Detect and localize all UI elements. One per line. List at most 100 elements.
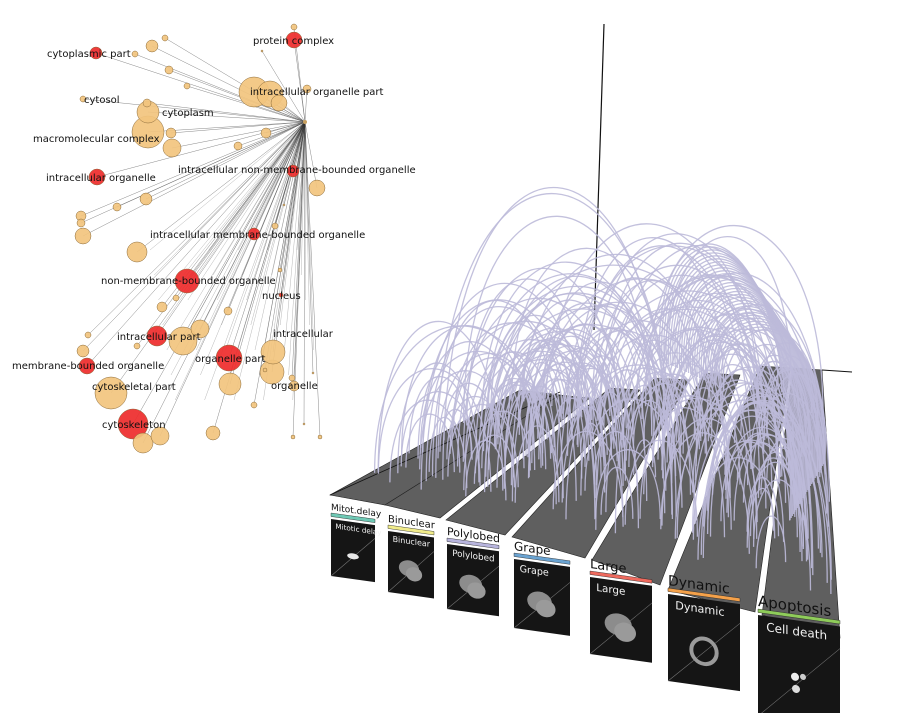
- go-node[interactable]: [172, 294, 180, 302]
- go-node[interactable]: [76, 344, 90, 358]
- network-edge: [304, 121, 321, 438]
- similarity-arc: [446, 395, 506, 466]
- go-node[interactable]: [133, 342, 141, 350]
- go-node[interactable]: [250, 401, 258, 409]
- go-node-non-membrane-bounded-organelle[interactable]: [174, 268, 200, 294]
- go-node[interactable]: [270, 94, 288, 112]
- go-node[interactable]: [290, 23, 298, 31]
- similarity-arc: [700, 299, 814, 483]
- similarity-arc: [475, 351, 557, 462]
- go-node[interactable]: [84, 331, 92, 339]
- go-node[interactable]: [302, 422, 306, 426]
- go-node[interactable]: [218, 372, 242, 396]
- go-node[interactable]: [131, 50, 139, 58]
- network-edge: [271, 121, 306, 373]
- go-node[interactable]: [233, 141, 243, 151]
- network-edge: [280, 121, 306, 326]
- similarity-arc: [669, 258, 798, 511]
- similarity-arc: [428, 416, 461, 473]
- network-edge: [292, 121, 306, 401]
- go-node[interactable]: [302, 84, 312, 94]
- phenotype-title: Grape: [514, 539, 551, 558]
- go-node[interactable]: [260, 127, 272, 139]
- go-node[interactable]: [142, 98, 152, 108]
- image-label: Large: [596, 582, 625, 598]
- go-node-membrane-bounded-organelle[interactable]: [78, 357, 96, 375]
- go-node-intracellular-organelle[interactable]: [88, 168, 106, 186]
- similarity-arc: [672, 261, 799, 509]
- go-node[interactable]: [317, 434, 323, 440]
- go-node[interactable]: [290, 434, 296, 440]
- network-edge: [304, 121, 314, 374]
- similarity-arc: [689, 284, 808, 493]
- go-node-protein-complex[interactable]: [285, 31, 303, 49]
- go-node[interactable]: [139, 192, 153, 206]
- go-node[interactable]: [164, 65, 174, 75]
- similarity-arc: [711, 314, 820, 473]
- go-node-intracellular-membrane-bounded-organelle[interactable]: [247, 227, 261, 241]
- similarity-arc: [705, 305, 817, 479]
- go-node[interactable]: [262, 367, 268, 373]
- go-node-cytoskeletal-part[interactable]: [94, 376, 128, 410]
- node-label: cytoplasmic part: [47, 49, 131, 60]
- network-edge: [304, 121, 310, 326]
- go-node-intracellular-non-membrane-bounded-organelle[interactable]: [286, 164, 300, 178]
- similarity-arc: [563, 368, 621, 412]
- go-node[interactable]: [162, 138, 182, 158]
- go-node[interactable]: [126, 241, 148, 263]
- node-label: organelle part: [195, 354, 265, 365]
- similarity-arc: [644, 224, 824, 413]
- go-node[interactable]: [260, 49, 264, 53]
- go-node[interactable]: [112, 202, 122, 212]
- go-node[interactable]: [150, 426, 170, 446]
- go-node[interactable]: [183, 82, 191, 90]
- go-node[interactable]: [145, 39, 159, 53]
- network-edge: [293, 39, 306, 123]
- go-node[interactable]: [308, 179, 326, 197]
- go-node-organelle-part[interactable]: [215, 344, 243, 372]
- node-label: protein complex: [253, 36, 334, 47]
- go-node[interactable]: [76, 218, 86, 228]
- go-node-organelle[interactable]: [288, 380, 300, 392]
- go-node[interactable]: [132, 432, 154, 454]
- go-node[interactable]: [282, 203, 286, 207]
- cell-icon: [347, 553, 359, 560]
- go-node-intracellular-part[interactable]: [146, 325, 168, 347]
- go-node-cytosol[interactable]: [79, 95, 87, 103]
- cell-icon: [614, 622, 637, 642]
- similarity-arc: [683, 275, 805, 499]
- go-node[interactable]: [74, 227, 92, 245]
- go-node-intracellular[interactable]: [260, 339, 286, 365]
- go-node-cytoskeleton[interactable]: [117, 408, 149, 440]
- similarity-arc: [487, 275, 674, 520]
- go-node[interactable]: [156, 301, 168, 313]
- hub-node[interactable]: [303, 120, 307, 124]
- cell-icon: [405, 567, 423, 582]
- go-node[interactable]: [165, 127, 177, 139]
- go-node[interactable]: [161, 34, 169, 42]
- network-edge: [272, 121, 306, 353]
- go-node-nucleus[interactable]: [278, 292, 284, 298]
- go-node-cytoplasmic-part[interactable]: [89, 46, 103, 60]
- go-node[interactable]: [277, 267, 283, 273]
- node-label: membrane-bounded organelle: [12, 361, 164, 372]
- similarity-arc: [599, 369, 655, 431]
- similarity-arc: [449, 320, 605, 467]
- go-node[interactable]: [205, 425, 221, 441]
- go-node[interactable]: [311, 371, 315, 375]
- go-node[interactable]: [190, 319, 210, 339]
- similarity-arc: [718, 323, 824, 467]
- go-node[interactable]: [271, 222, 279, 230]
- go-node[interactable]: [168, 326, 198, 356]
- go-node[interactable]: [288, 374, 296, 382]
- network-edge: [303, 121, 306, 425]
- network-edge: [186, 121, 306, 282]
- go-node[interactable]: [223, 306, 233, 316]
